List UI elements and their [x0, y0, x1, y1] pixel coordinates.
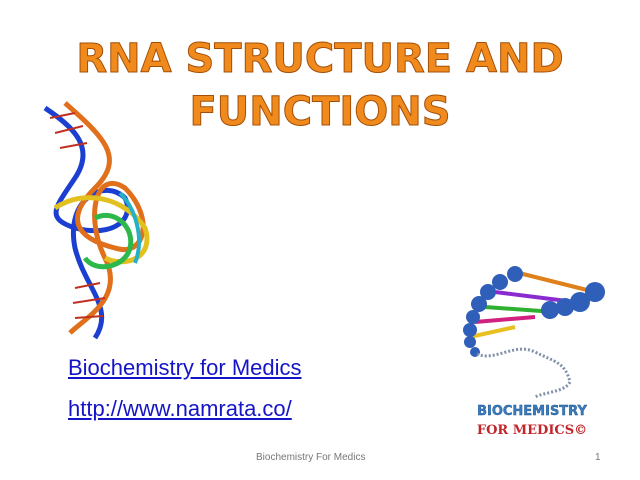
slide-title-line1: RNA STRUCTURE AND — [76, 36, 564, 83]
logo-text-biochemistry: BIOCHEMISTRY — [477, 404, 587, 419]
slide-title-line2: FUNCTIONS — [189, 89, 451, 136]
footer-text: Biochemistry For Medics — [256, 452, 366, 463]
rna-structure-image — [43, 101, 150, 340]
logo-text-for-medics: FOR MEDICS© — [476, 423, 588, 438]
biochemistry-for-medics-logo — [463, 266, 605, 399]
biochemistry-for-medics-link[interactable]: Biochemistry for Medics — [68, 355, 302, 380]
website-url-link[interactable]: http://www.namrata.co/ — [68, 396, 292, 421]
page-number: 1 — [595, 452, 601, 463]
